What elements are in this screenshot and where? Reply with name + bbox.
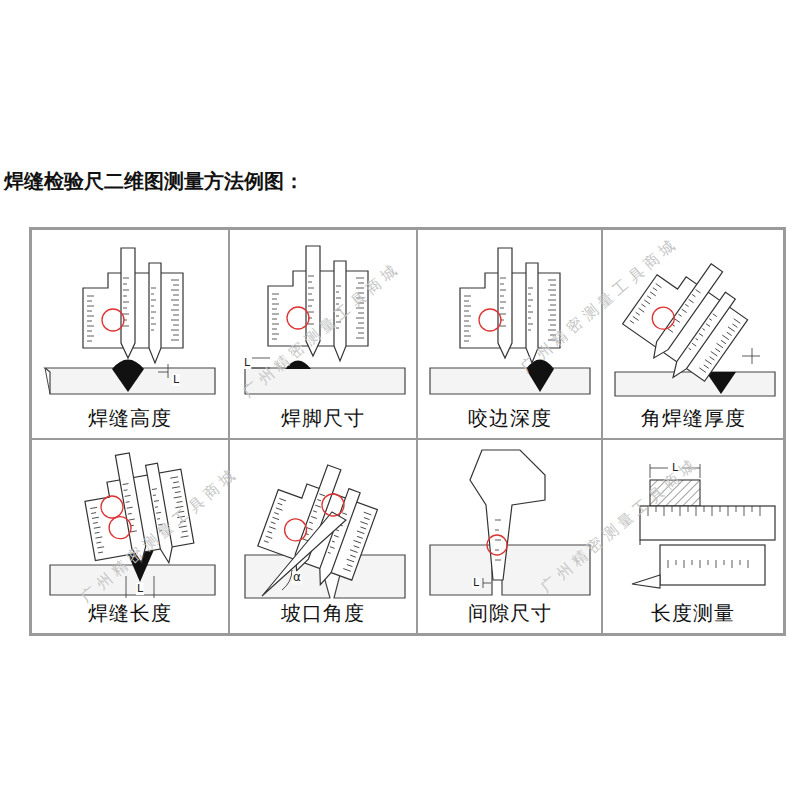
panel-caption: 焊缝高度	[32, 405, 228, 432]
dimension-label: α	[292, 571, 302, 584]
panel-caption: 焊脚尺寸	[230, 405, 416, 432]
method-panel: 间隙尺寸	[416, 438, 603, 635]
method-panel: 坡口角度	[228, 438, 418, 635]
dimension-label: L	[472, 577, 480, 589]
panel-caption: 间隙尺寸	[418, 600, 601, 627]
method-panel: 角焊缝厚度	[601, 228, 785, 440]
dimension-label: L	[243, 357, 251, 369]
dimension-label: L	[136, 583, 144, 595]
page-title: 焊缝检验尺二维图测量方法例图：	[4, 168, 304, 195]
panel-caption: 长度测量	[603, 600, 783, 627]
dimension-label: L	[172, 374, 180, 386]
panel-caption: 角焊缝厚度	[603, 405, 783, 432]
method-panel: 焊缝高度	[30, 228, 230, 440]
panel-caption: 焊缝长度	[32, 600, 228, 627]
panel-caption: 坡口角度	[230, 600, 416, 627]
method-panel: 焊缝长度	[30, 438, 230, 635]
panel-caption: 咬边深度	[418, 405, 601, 432]
